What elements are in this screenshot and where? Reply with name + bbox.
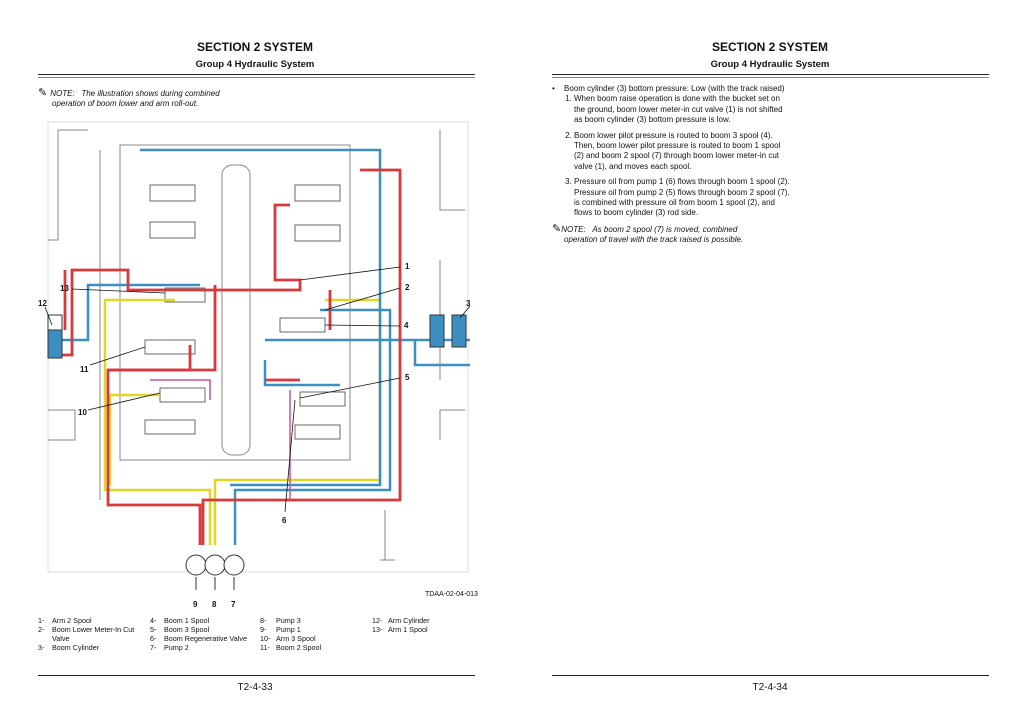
note-text: operation of travel with the track raise… [564, 235, 744, 245]
boom-cylinder [429, 314, 445, 348]
note-text: As boom 2 spool (7) is moved, combined [592, 224, 738, 234]
legend-label: Boom Lower Meter-In Cut Valve [52, 625, 135, 643]
group-title: Group 4 Hydraulic System [195, 59, 315, 70]
legend-label: Pump 3 [276, 616, 301, 625]
callout-8: 8 [212, 600, 217, 609]
legend-label: Arm Cylinder [388, 616, 430, 625]
page-number-left: T2-4-33 [237, 682, 273, 693]
note-text: operation of boom lower and arm roll-out… [52, 99, 199, 108]
pencil-icon: ✎ [38, 87, 48, 99]
legend-num: 8- [260, 616, 267, 625]
legend-col-3: 8- Pump 3 9- Pump 1 10- Arm 3 Spool 11- Boom… [260, 616, 321, 652]
legend-num: 3- [38, 643, 45, 652]
callout-7: 7 [231, 600, 236, 609]
right-note: ✎NOTE: As boom 2 spool (7) is moved, com… [552, 222, 792, 246]
page-number-right: T2-4-34 [752, 682, 788, 693]
legend-num: 12- [372, 616, 383, 625]
left-header: SECTION 2 SYSTEM Group 4 Hydraulic Syste… [20, 40, 490, 70]
bullet-text: Boom cylinder (3) bottom pressure: Low (… [564, 84, 785, 93]
legend-num: 6- [150, 634, 157, 643]
right-header: SECTION 2 SYSTEM Group 4 Hydraulic Syste… [535, 40, 1005, 70]
pencil-icon: ✎ [552, 222, 562, 235]
footer-rule [552, 675, 989, 676]
legend-col-2: 4- Boom 1 Spool 5- Boom 3 Spool 6- Boom Reg… [150, 616, 247, 652]
left-note: ✎NOTE: The illustration shows during com… [38, 88, 220, 109]
note-text: The illustration shows during combined [81, 89, 220, 98]
header-rule [552, 77, 989, 78]
legend-num: 1- [38, 616, 45, 625]
callout-leaders [44, 266, 471, 513]
step-item: Boom lower pilot pressure is routed to b… [574, 131, 792, 173]
callout-6: 6 [282, 516, 287, 525]
legend-label: Boom Cylinder [52, 643, 100, 652]
legend-label: Boom 1 Spool [164, 616, 210, 625]
section-title: SECTION 2 SYSTEM [711, 40, 829, 54]
legend-label: Pump 1 [276, 625, 301, 634]
pump-icon [204, 554, 226, 576]
legend-label: Pump 2 [164, 643, 189, 652]
boom-cylinder [451, 314, 467, 348]
callout-labels: 1 2 3 4 5 6 7 8 9 10 11 12 13 [38, 262, 471, 609]
pumps [185, 554, 245, 590]
legend-label: Boom Regenerative Valve [164, 634, 247, 643]
pump-icon [185, 554, 207, 576]
legend-num: 10- [260, 634, 271, 643]
callout-3: 3 [466, 299, 471, 308]
section-title: SECTION 2 SYSTEM [196, 40, 314, 54]
callout-11: 11 [80, 365, 89, 374]
callout-2: 2 [405, 283, 410, 292]
pink-lines [150, 379, 291, 500]
callout-4: 4 [404, 321, 409, 330]
legend-col-1: 1- Arm 2 Spool 2- Boom Lower Meter-In Cut … [38, 616, 147, 652]
legend-label: Boom 3 Spool [164, 625, 210, 634]
callout-1: 1 [405, 262, 410, 271]
callout-10: 10 [78, 408, 87, 417]
callout-9: 9 [193, 600, 198, 609]
callout-5: 5 [405, 373, 410, 382]
legend-col-4: 12- Arm Cylinder 13- Arm 1 Spool [372, 616, 430, 634]
legend-num: 9- [260, 625, 267, 634]
header-rule [552, 74, 989, 75]
group-title: Group 4 Hydraulic System [710, 59, 830, 70]
legend-label: Arm 3 Spool [276, 634, 316, 643]
steps-list: When boom raise operation is done with t… [552, 94, 792, 218]
right-body: • Boom cylinder (3) bottom pressure: Low … [552, 84, 792, 246]
legend-label: Boom 2 Spool [276, 643, 322, 652]
arm-cylinder [47, 329, 63, 359]
pump-icon [223, 554, 245, 576]
legend-num: 7- [150, 643, 157, 652]
blue-lines [60, 148, 470, 545]
legend-num: 4- [150, 616, 157, 625]
legend-num: 13- [372, 625, 383, 634]
legend-label: Arm 2 Spool [52, 616, 92, 625]
spool-valves [144, 184, 346, 440]
callout-13: 13 [60, 284, 69, 293]
note-label: NOTE: [561, 224, 586, 234]
callout-12: 12 [38, 299, 47, 308]
footer-rule [38, 675, 475, 676]
legend-label: Arm 1 Spool [388, 625, 428, 634]
header-rule [38, 77, 475, 78]
cylinders [47, 314, 467, 359]
header-rule [38, 74, 475, 75]
legend-num: 2- [38, 625, 45, 634]
legend-num: 5- [150, 625, 157, 634]
step-item: Pressure oil from pump 1 (6) flows throu… [574, 177, 792, 219]
bullet-icon: • [552, 84, 555, 93]
note-label: NOTE: [50, 89, 75, 98]
figure-code: TDAA-02-04-013 [425, 591, 478, 598]
legend-num: 11- [260, 643, 270, 652]
step-item: When boom raise operation is done with t… [574, 94, 792, 125]
red-lines [60, 168, 402, 545]
